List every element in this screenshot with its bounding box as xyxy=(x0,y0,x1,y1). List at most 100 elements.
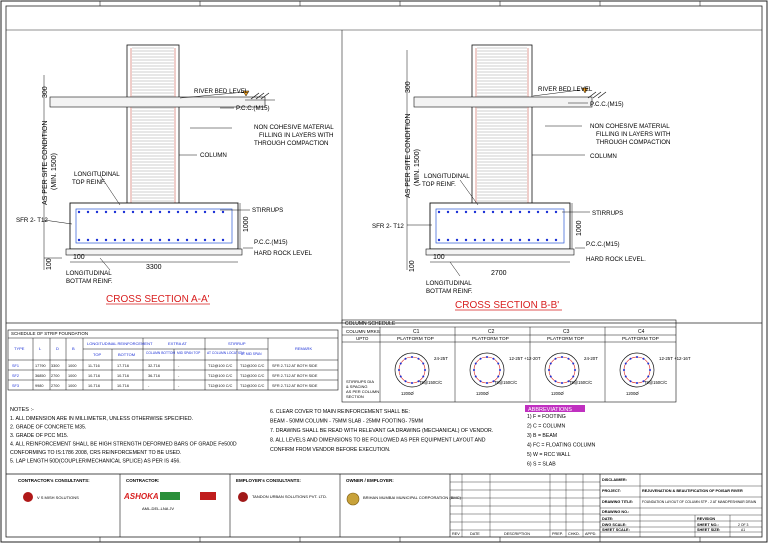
rebar-dot xyxy=(572,362,575,365)
column-section-ring xyxy=(544,352,580,388)
label-long-bot2-b: BOTTAM REINF. xyxy=(426,288,473,295)
rebar-dot xyxy=(561,356,563,358)
strip-cell: 17790 xyxy=(35,364,46,368)
rebar-dot xyxy=(642,357,645,360)
strip-sub-top: TOP xyxy=(93,352,101,357)
column-section-ring xyxy=(469,352,505,388)
rebar-dot xyxy=(492,357,495,360)
vs-mish-logo-icon xyxy=(23,492,33,502)
strip-cell: - xyxy=(178,384,180,388)
rebar-dot xyxy=(647,375,650,378)
column-name: C2 xyxy=(488,329,495,335)
rebar-dot xyxy=(492,380,495,383)
section-a: 300 AS PER SITE CONDITION (MIN. 1500) 10… xyxy=(16,44,334,305)
pcc-bottom-a xyxy=(65,248,243,256)
note-line: 3. GRADE OF PCC M15. xyxy=(10,433,68,439)
label-long-top1-b: LONGITUDINAL xyxy=(424,173,470,180)
rev-col-date: DATE xyxy=(470,532,480,536)
abbreviation-line: 2) C = COLUMN xyxy=(527,424,565,430)
strip-sub-atmid: AT MID SPAN xyxy=(241,352,262,356)
tb-sheet-scale-label: SHEET SCALE: xyxy=(602,528,630,532)
rebar-dot xyxy=(629,357,632,360)
label-column-a: COLUMN xyxy=(200,152,227,159)
stirrup-note-line: & SPACING xyxy=(346,384,368,389)
label-fill2-b: FILLING IN LAYERS WITH xyxy=(596,131,671,138)
label-fill3-a: THROUGH COMPACTION xyxy=(254,140,328,147)
rebar-dot xyxy=(636,356,638,358)
rebar-dot xyxy=(474,362,477,365)
rebar-dot xyxy=(574,369,576,371)
strip-cell: - xyxy=(148,384,150,388)
label-fill3-b: THROUGH COMPACTION xyxy=(596,139,670,146)
rebar-dot xyxy=(422,375,425,378)
column-dia: 1200Ø xyxy=(626,391,639,396)
rebar-dot xyxy=(567,380,570,383)
strip-cell: 2700 xyxy=(51,374,59,378)
note-line: 2. GRADE OF CONCRETE M35. xyxy=(10,425,86,431)
column-bars: 24-25T xyxy=(434,356,448,361)
rebar-dot xyxy=(624,375,627,378)
strip-head-type: TYPE xyxy=(14,346,25,351)
rev-col-rev: REV xyxy=(452,532,460,536)
partner-logo-icon xyxy=(160,492,180,500)
strip-cell: 1000 xyxy=(68,384,76,388)
footing-a xyxy=(69,202,239,250)
tb-project-label: PROJECT: xyxy=(602,489,621,493)
strip-cell: T12@200 C/C xyxy=(240,384,265,388)
column-dia: 1200Ø xyxy=(476,391,489,396)
title-section-a: CROSS SECTION A-A' xyxy=(106,294,210,305)
strip-cell: 10-T16 xyxy=(88,384,100,388)
rebar-dot xyxy=(486,382,488,384)
label-column-b: COLUMN xyxy=(590,153,617,160)
dim-side-b: AS PER SITE CONDITION xyxy=(405,114,412,198)
stirrup-note-line: STIRRUPS DIA xyxy=(346,379,374,384)
rebar-dot xyxy=(404,380,407,383)
strip-cell: 3300 xyxy=(51,364,59,368)
tb-employer-cons-label: EMPLOYER's CONSULTANTS: xyxy=(236,478,301,483)
tb-drawing-title-value: FOUNDATION LAYOUT OF COLUMN STP - 2 AT M… xyxy=(642,500,757,504)
label-long-top2-b: TOP REINF. xyxy=(422,181,456,188)
column-schedule-title: COLUMN SCHEDULE xyxy=(345,321,396,327)
rebar-dot xyxy=(479,380,482,383)
rebar-dot xyxy=(411,356,413,358)
dim-top-a: 300 xyxy=(42,86,49,98)
column-bars: 12-25T +12-20T xyxy=(509,356,541,361)
strip-cell: SF2 xyxy=(12,374,19,378)
strip-schedule-title: SCHEDULE OF STRIP FOUNDATION xyxy=(11,331,88,336)
strip-cell: 10-T16 xyxy=(88,374,100,378)
tandon-logo-icon xyxy=(238,492,248,502)
tb-disclaimer-label: DISCLAIMER: xyxy=(602,478,627,482)
rebar-dot xyxy=(404,357,407,360)
title-block: REV DATE DESCRIPTION PREP. CHKD. APPD. D… xyxy=(6,473,762,537)
label-stirrups-b: STIRRUPS xyxy=(592,210,623,217)
label-river-bed-b: RIVER BED LEVEL xyxy=(538,86,593,93)
strip-cell: SF1 xyxy=(12,364,19,368)
column-name: C4 xyxy=(638,329,645,335)
strip-head-d: D xyxy=(56,346,59,351)
strip-cell: SF3 xyxy=(12,384,19,388)
strip-cell: SFR 2-T12 AT BOTH SIDE xyxy=(272,364,318,368)
column-b xyxy=(471,44,533,206)
rebar-dot xyxy=(624,362,627,365)
bmc-seal-icon xyxy=(346,492,360,506)
tb-contractor-logo: ASHOKA xyxy=(123,492,159,501)
label-stirrups-a: STIRRUPS xyxy=(252,207,283,214)
rebar-dot xyxy=(623,369,625,371)
rebar-dot xyxy=(549,362,552,365)
rebar-dot xyxy=(499,369,501,371)
abbreviation-line: 3) B = BEAM xyxy=(527,433,557,439)
pcc-top-b xyxy=(413,96,593,108)
tb-owner-name: BRIHAN MUMBAI MUNICIPAL CORPORATION (BMC… xyxy=(363,495,462,500)
rev-col-appd: APPD. xyxy=(585,532,596,536)
strip-cell: 1000 xyxy=(68,374,76,378)
tb-employer-cons-name: TANDON URBAN SOLUTIONS PVT. LTD. xyxy=(252,494,327,499)
tb-contractor-label: CONTRACTOR: xyxy=(126,478,160,483)
rebar-dot xyxy=(647,362,650,365)
rebar-dot xyxy=(417,357,420,360)
label-long-bot1-b: LONGITUDINAL xyxy=(426,280,472,287)
label-hard-rock-a: HARD ROCK LEVEL xyxy=(254,250,313,257)
rebar-dot xyxy=(417,380,420,383)
rev-col-prep: PREP. xyxy=(552,532,563,536)
strip-cell: T12@100 C/C xyxy=(208,374,233,378)
label-fill1-b: NON COHESIVE MATERIAL xyxy=(590,123,670,130)
